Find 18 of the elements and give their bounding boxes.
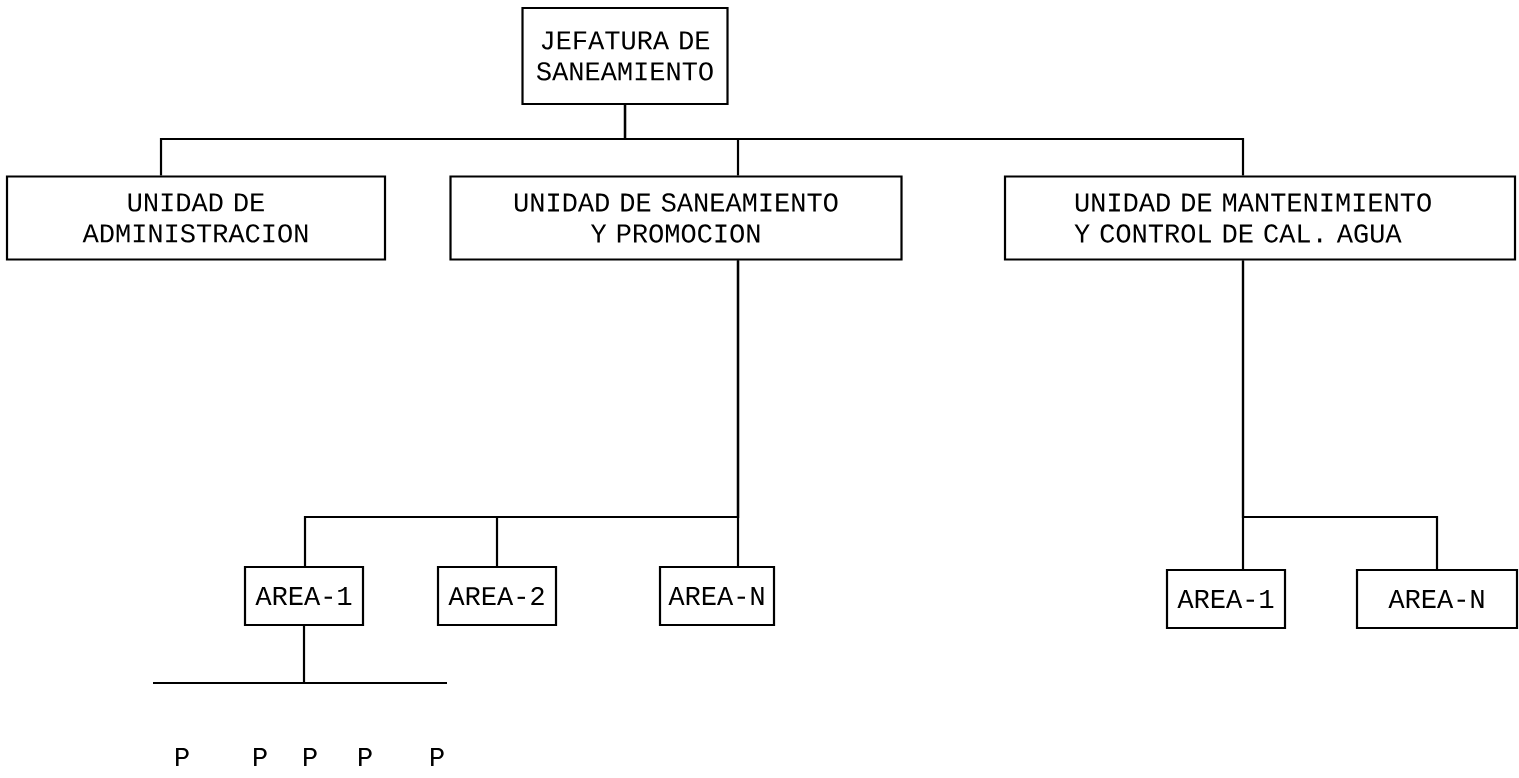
unit-box: UNIDAD DE ADMINISTRACION [5,175,387,261]
connector-line [623,105,1245,176]
area-box: AREA-1 [1165,568,1287,630]
area-box: AREA-1 [243,565,365,627]
position-label: P [304,748,317,766]
unit-box: UNIDAD DE SANEAMIENTO Y PROMOCION [449,175,903,261]
position-label: P [254,748,267,766]
area-box: AREA-N [658,565,776,627]
unit-box: UNIDAD DE MANTENIMIENTO Y CONTROL DE CAL. AGUA [1003,175,1517,261]
connector-line [736,260,740,566]
area-box: AREA-N [1355,568,1519,630]
position-label: P [176,748,189,766]
connector-line [151,625,449,685]
area-box: AREA-2 [436,565,558,627]
connector-line [1241,260,1439,569]
position-label: P [431,748,444,766]
position-label: P [359,748,372,766]
unit-box: JEFATURA DE SANEAMIENTO [521,6,729,106]
